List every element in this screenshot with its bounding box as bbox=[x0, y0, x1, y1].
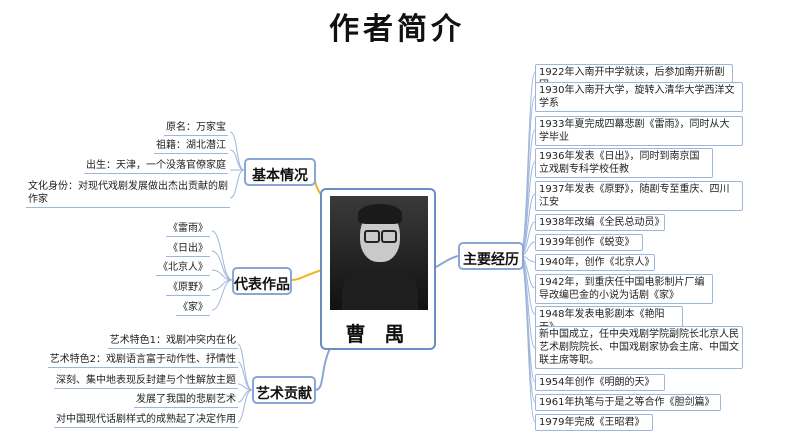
connector-works bbox=[291, 269, 323, 281]
experience-item: 1942年，到重庆任中国电影制片厂编导改编巴金的小说为话剧《家》 bbox=[535, 274, 713, 304]
experience-item: 1939年创作《蜕变》 bbox=[535, 234, 643, 251]
experience-item: 1954年创作《明朗的天》 bbox=[535, 374, 665, 391]
basic-item: 祖籍：湖北潜江 bbox=[154, 139, 228, 154]
branch-works[interactable]: 代表作品 bbox=[232, 267, 292, 295]
experience-item: 1979年完成《王昭君》 bbox=[535, 414, 653, 431]
contribution-item: 对中国现代话剧样式的成熟起了决定作用 bbox=[54, 413, 238, 428]
works-item: 《原野》 bbox=[166, 281, 210, 296]
branch-experience[interactable]: 主要经历 bbox=[458, 242, 524, 270]
experience-item: 1936年发表《日出》，同时到南京国立戏剧专科学校任教 bbox=[535, 148, 713, 178]
branch-contribution[interactable]: 艺术贡献 bbox=[252, 376, 316, 404]
basic-item: 出生：天津，一个没落官僚家庭 bbox=[84, 159, 228, 174]
experience-item: 新中国成立，任中央戏剧学院副院长北京人民艺术剧院院长、中国戏剧家协会主席、中国文… bbox=[535, 326, 743, 369]
contribution-item: 艺术特色1：戏剧冲突内在化 bbox=[107, 334, 238, 349]
works-item: 《雷雨》 bbox=[166, 222, 210, 237]
branch-basic[interactable]: 基本情况 bbox=[244, 158, 316, 186]
experience-item: 1930年入南开大学，旋转入清华大学西洋文学系 bbox=[535, 82, 743, 112]
experience-item: 1933年夏完成四幕悲剧《雷雨》，同时从大学毕业 bbox=[535, 116, 743, 146]
page-title: 作者简介 bbox=[329, 12, 465, 47]
experience-item: 1937年发表《原野》，随剧专至重庆、四川江安 bbox=[535, 181, 743, 211]
basic-item: 文化身份：对现代戏剧发展做出杰出贡献的剧作家 bbox=[26, 180, 230, 208]
works-item: 《日出》 bbox=[166, 242, 210, 257]
contribution-item: 深刻、集中地表现反封建与个性解放主题 bbox=[54, 374, 238, 389]
connector-experience bbox=[433, 255, 459, 269]
contribution-item: 艺术特色2：戏剧语言富于动作性、抒情性 bbox=[47, 353, 238, 368]
experience-item: 1961年执笔与于是之等合作《胆剑篇》 bbox=[535, 394, 721, 411]
connector-contribution bbox=[314, 347, 331, 391]
experience-item: 1940年，创作《北京人》 bbox=[535, 254, 655, 271]
author-portrait bbox=[330, 196, 428, 310]
contribution-item: 发展了我国的悲剧艺术 bbox=[134, 393, 238, 408]
basic-item: 原名：万家宝 bbox=[164, 121, 228, 136]
works-item: 《北京人》 bbox=[156, 261, 210, 276]
experience-item: 1938年改编《全民总动员》 bbox=[535, 214, 665, 231]
author-name: 曹 禺 bbox=[345, 322, 411, 346]
center-node[interactable]: 曹 禺 bbox=[320, 188, 436, 350]
works-item: 《家》 bbox=[176, 301, 210, 316]
